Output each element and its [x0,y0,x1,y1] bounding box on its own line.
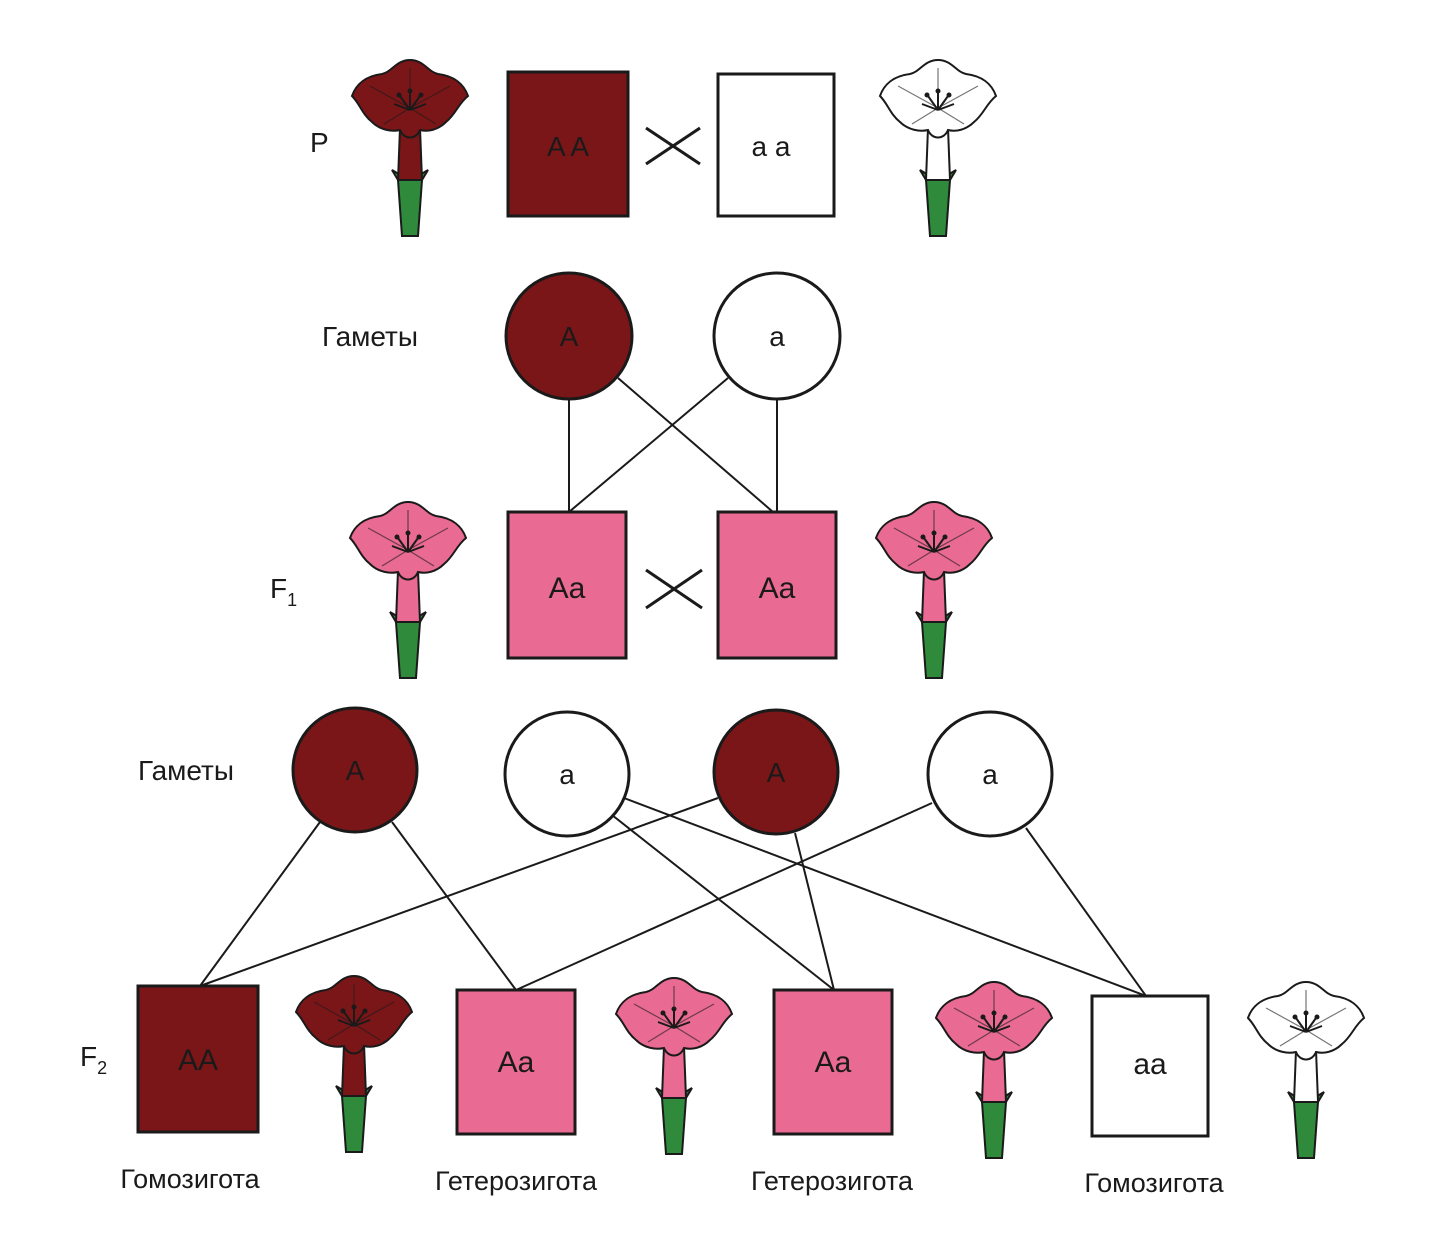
row-p: P A A a a [310,59,997,237]
gamete-circle-1 [504,271,634,401]
flower-dark-icon [351,59,469,237]
gamete-circle-5 [712,708,840,836]
genotype-label-f1-1: Aa [549,572,586,605]
line-g1A-to-f1-right [617,377,774,513]
genotype-label-f2-2: Aa [498,1046,535,1079]
gamete-label-4: a [559,759,575,790]
connection-lines [199,377,1147,997]
gamete-label-3: A [346,755,365,786]
genotype-label-p-2: a a [752,131,791,162]
gamete-circle-3 [291,706,419,834]
line-g2-4-to-f2-2 [515,802,933,991]
row-label-p: P [310,127,329,158]
genotype-label-p-1: A A [547,131,589,162]
gamete-label-2: a [769,321,785,352]
caption-f2-1: Гомозигота [120,1164,260,1194]
cross-icon [645,126,701,166]
line-g2-3-to-f2-3 [794,832,835,991]
cross-icon [645,568,703,610]
genotype-box-f1-2 [716,510,838,660]
genotype-label-f1-2: Aa [759,572,796,605]
line-g2-3-to-f2-1 [199,797,719,987]
row-f2: F2 AA Aa Aa aa Гомозигота Гетерозигота Г… [80,975,1365,1198]
flower-white-icon [1247,981,1365,1159]
genotype-label-f2-1: AA [178,1044,218,1077]
flower-pink-icon [875,501,993,679]
genotype-box-f2-4 [1090,994,1210,1138]
line-g2-2-to-f2-3 [611,814,835,991]
gamete-circle-6 [926,710,1054,838]
line-g2-2-to-f2-4 [623,797,1147,997]
flower-white-icon [879,59,997,237]
genotype-box-f1-1 [506,510,628,660]
gamete-label-1: A [560,321,579,352]
caption-f2-3: Гетерозигота [751,1166,914,1196]
row-label-gametes-2: Гаметы [138,755,234,786]
genotype-box-p-1 [506,70,630,218]
gamete-label-6: a [982,759,998,790]
line-g2-1-to-f2-2 [391,821,517,991]
gamete-circle-4 [503,710,631,838]
flower-pink-icon [615,977,733,1155]
row-label-f1: F1 [270,573,297,610]
genotype-box-p-2 [716,72,836,218]
row-label-f2: F2 [80,1041,107,1078]
genotype-box-f2-2 [455,988,577,1136]
genotype-label-f2-3: Aa [815,1046,852,1079]
flower-pink-icon [935,981,1053,1159]
genotype-box-f2-1 [136,984,260,1134]
line-g1a-to-f1-left [568,377,729,513]
row-gametes-1: Гаметы A a [322,271,842,401]
row-label-gametes-1: Гаметы [322,321,418,352]
caption-f2-2: Гетерозигота [435,1166,598,1196]
row-gametes-2: Гаметы A a A a [138,706,1054,838]
genotype-box-f2-3 [772,988,894,1136]
row-f1: F1 Aa Aa [270,501,993,679]
line-g2-4-to-f2-4 [1025,827,1147,997]
flower-pink-icon [349,501,467,679]
genotype-label-f2-4: aa [1133,1048,1167,1081]
caption-f2-4: Гомозигота [1084,1168,1224,1198]
line-g2-1-to-f2-1 [199,821,321,987]
gamete-circle-2 [712,271,842,401]
gamete-label-5: A [767,757,786,788]
flower-dark-icon [295,975,413,1153]
